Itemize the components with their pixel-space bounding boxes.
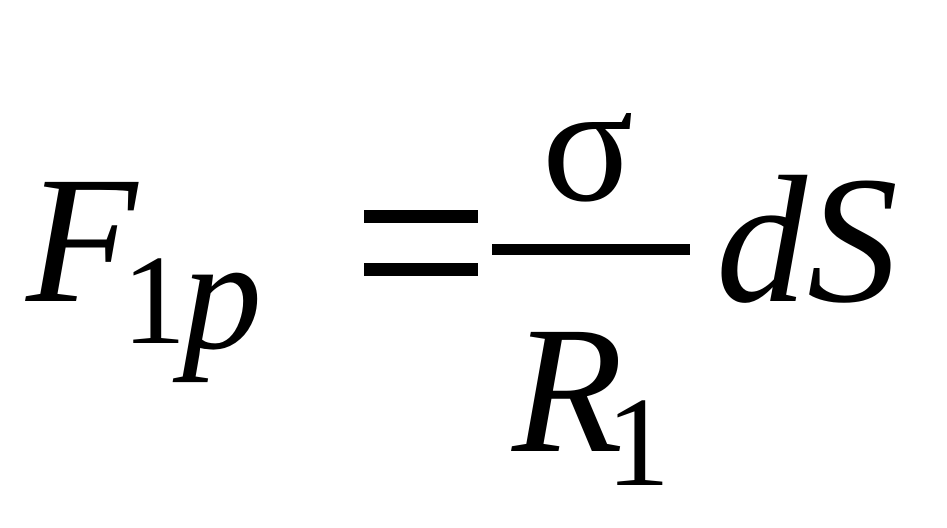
fraction-denominator-subscript-one: 1	[606, 371, 670, 513]
lhs-symbol-F: F	[26, 140, 138, 341]
fraction-bar	[492, 244, 690, 255]
lhs-subscript-one: 1	[122, 229, 186, 371]
equals-sign-bottom-bar	[364, 263, 478, 276]
fraction-numerator-sigma: σ	[542, 49, 634, 237]
fraction-denominator-R: R	[512, 290, 624, 491]
lhs-subscript-p: p	[182, 205, 262, 383]
equals-sign-top-bar	[364, 210, 478, 223]
rhs-differential-dS: dS	[716, 140, 898, 341]
